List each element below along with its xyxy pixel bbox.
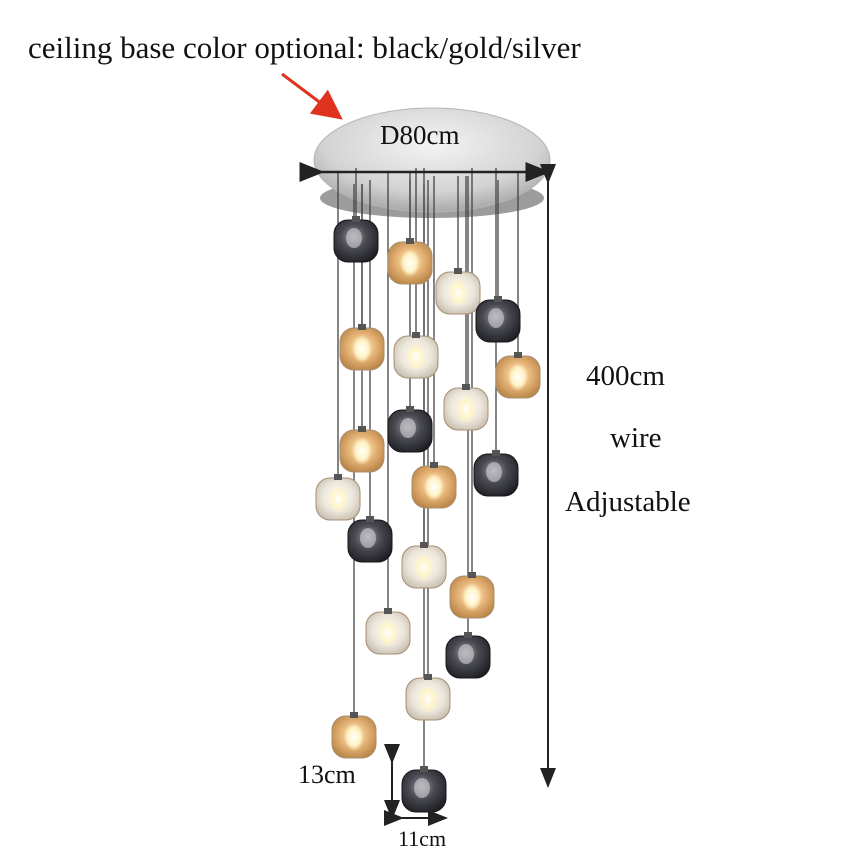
pendant-shade-amber (449, 572, 495, 619)
ceiling-canopy (313, 107, 551, 218)
pendant-shade-clear (365, 608, 411, 655)
pendant-shade-amber (387, 238, 433, 285)
pendant-shade-amber (495, 352, 541, 399)
pendant-shade-clear (393, 332, 439, 379)
pendant-shade-clear (405, 674, 451, 721)
pendant-shade-amber (339, 324, 385, 371)
pendant-shade-smoke (445, 632, 491, 679)
pendant-shade-clear (435, 268, 481, 315)
pendant-shade-smoke (387, 406, 433, 453)
pendant-shades (315, 216, 541, 813)
pendant-shade-smoke (333, 216, 379, 263)
pendant-shade-smoke (347, 516, 393, 563)
pendant-shade-clear (401, 542, 447, 589)
pendant-shade-smoke (473, 450, 519, 497)
base-color-caption: ceiling base color optional: black/gold/… (28, 30, 581, 65)
wire-label: wire (610, 422, 662, 454)
pendant-shade-smoke (475, 296, 521, 343)
adjustable-label: Adjustable (565, 486, 691, 518)
red-arrow-icon (281, 72, 343, 120)
pendant-shade-amber (411, 462, 457, 509)
pendant-shade-smoke (401, 766, 447, 813)
pendant-shade-clear (443, 384, 489, 431)
pendant-shade-clear (315, 474, 361, 521)
diameter-label: D80cm (380, 120, 460, 150)
pendant-shade-amber (331, 712, 377, 759)
pendant-shade-amber (339, 426, 385, 473)
shade-width-label: 11cm (398, 826, 447, 851)
height-label: 400cm (586, 360, 665, 392)
shade-height-label: 13cm (298, 760, 356, 789)
